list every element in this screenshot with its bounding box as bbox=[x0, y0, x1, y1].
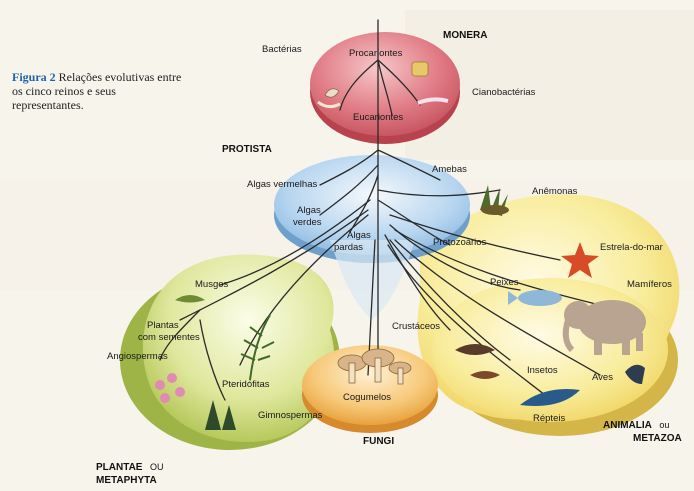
label-algas-verdes-1: Algas bbox=[297, 205, 321, 216]
kingdom-animalia-ou: ou bbox=[659, 420, 669, 430]
label-eucariontes: Eucariontes bbox=[353, 112, 403, 123]
kingdom-plantae-ou: OU bbox=[150, 462, 164, 472]
label-insetos: Insetos bbox=[527, 365, 558, 376]
label-aves: Aves bbox=[592, 372, 613, 383]
label-repteis: Répteis bbox=[533, 413, 565, 424]
kingdom-animalia-name: ANIMALIA bbox=[603, 420, 652, 431]
label-anemonas: Anêmonas bbox=[532, 186, 578, 197]
kingdom-plantae: PLANTAE OU bbox=[96, 457, 163, 474]
label-algas-pardas-1: Algas bbox=[347, 230, 371, 241]
label-crustaceos: Crustáceos bbox=[392, 321, 440, 332]
kingdom-protista: PROTISTA bbox=[222, 144, 272, 155]
label-estrela-do-mar: Estrela-do-mar bbox=[600, 242, 663, 253]
label-peixes: Peixes bbox=[490, 277, 519, 288]
label-musgos: Musgos bbox=[195, 279, 229, 290]
label-cianobacterias: Cianobactérias bbox=[472, 87, 536, 98]
label-angiospermas: Angiospermas bbox=[107, 351, 168, 362]
label-gimnospermas: Gimnospermas bbox=[258, 410, 323, 421]
label-mamiferos: Mamíferos bbox=[627, 279, 672, 290]
label-bacterias: Bactérias bbox=[262, 44, 302, 55]
kingdom-metaphyta: METAPHYTA bbox=[96, 475, 157, 486]
cyanobacteria-illustration bbox=[412, 62, 428, 76]
label-cogumelos: Cogumelos bbox=[343, 392, 391, 403]
label-amebas: Amebas bbox=[432, 164, 467, 175]
kingdom-monera: MONERA bbox=[443, 30, 487, 41]
label-plantas-sementes-1: Plantas bbox=[147, 320, 179, 331]
label-protozoarios: Protozoários bbox=[433, 237, 487, 248]
kingdom-plantae-name: PLANTAE bbox=[96, 462, 143, 473]
label-algas-verdes-2: verdes bbox=[293, 217, 322, 228]
kingdom-metazoa: METAZOA bbox=[633, 433, 682, 444]
kingdom-fungi: FUNGI bbox=[363, 436, 394, 447]
label-plantas-sementes-2: com sementes bbox=[138, 332, 200, 343]
fish-illustration bbox=[518, 290, 562, 306]
label-algas-vermelhas: Algas vermelhas bbox=[247, 179, 317, 190]
label-algas-pardas-2: pardas bbox=[334, 242, 363, 253]
label-procariontes: Procariontes bbox=[349, 48, 403, 59]
label-pteridofitas: Pteridófitas bbox=[222, 379, 270, 390]
